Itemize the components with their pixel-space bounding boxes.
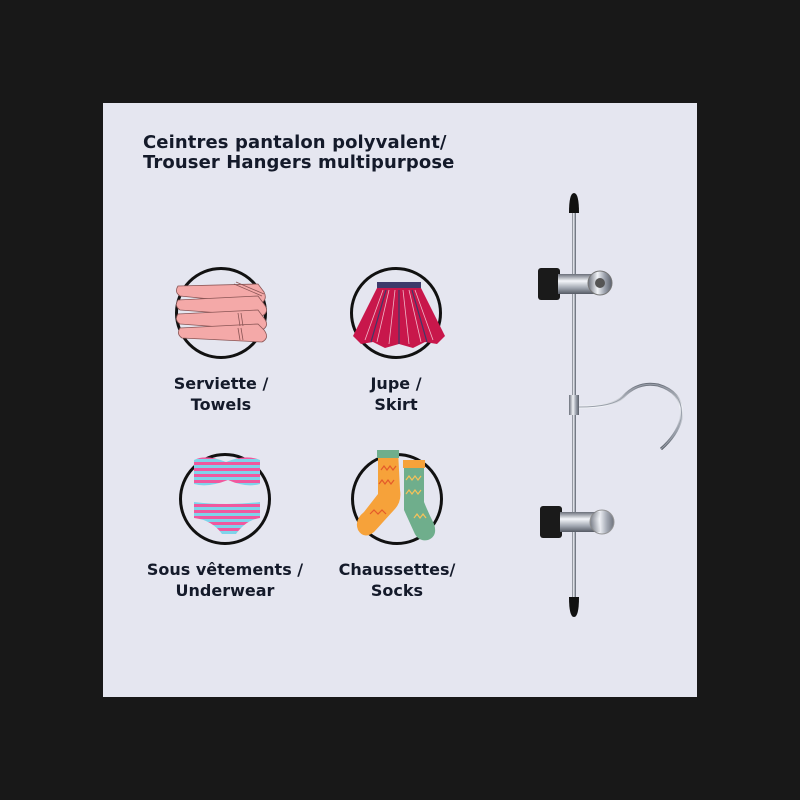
item-label: Serviette / Towels: [173, 374, 269, 414]
swivel-hook: [569, 382, 684, 451]
use-item-socks: Chaussettes/ Socks: [317, 450, 477, 601]
socks-icon: [356, 450, 436, 541]
icon-circle: [179, 453, 271, 545]
title-line-french: Ceintres pantalon polyvalent/: [143, 132, 447, 153]
use-item-underwear: Sous vêtements / Underwear: [145, 453, 305, 601]
underwear-icon: [194, 457, 260, 534]
clip-top: [538, 268, 613, 300]
page-title: Ceintres pantalon polyvalent/ Trouser Ha…: [143, 133, 454, 173]
clip-bottom: [540, 506, 615, 538]
use-item-skirt: Jupe / Skirt: [316, 267, 476, 415]
item-label: Sous vêtements / Underwear: [146, 560, 304, 600]
title-line-english: Trouser Hangers multipurpose: [143, 152, 455, 173]
item-label: Chaussettes/ Socks: [338, 560, 456, 600]
item-label: Jupe / Skirt: [370, 374, 422, 414]
rod-end-cap-top: [569, 193, 579, 213]
icon-circle: [351, 450, 443, 545]
rod-end-cap-bottom: [569, 597, 579, 617]
trouser-hanger-image: [538, 193, 684, 617]
product-panel: Ceintres pantalon polyvalent/ Trouser Ha…: [103, 103, 697, 697]
icon-circle: [175, 267, 267, 359]
icon-circle: [350, 267, 445, 359]
use-item-towels: Serviette / Towels: [141, 267, 301, 415]
towels-icon: [176, 281, 267, 343]
skirt-icon: [353, 282, 445, 348]
